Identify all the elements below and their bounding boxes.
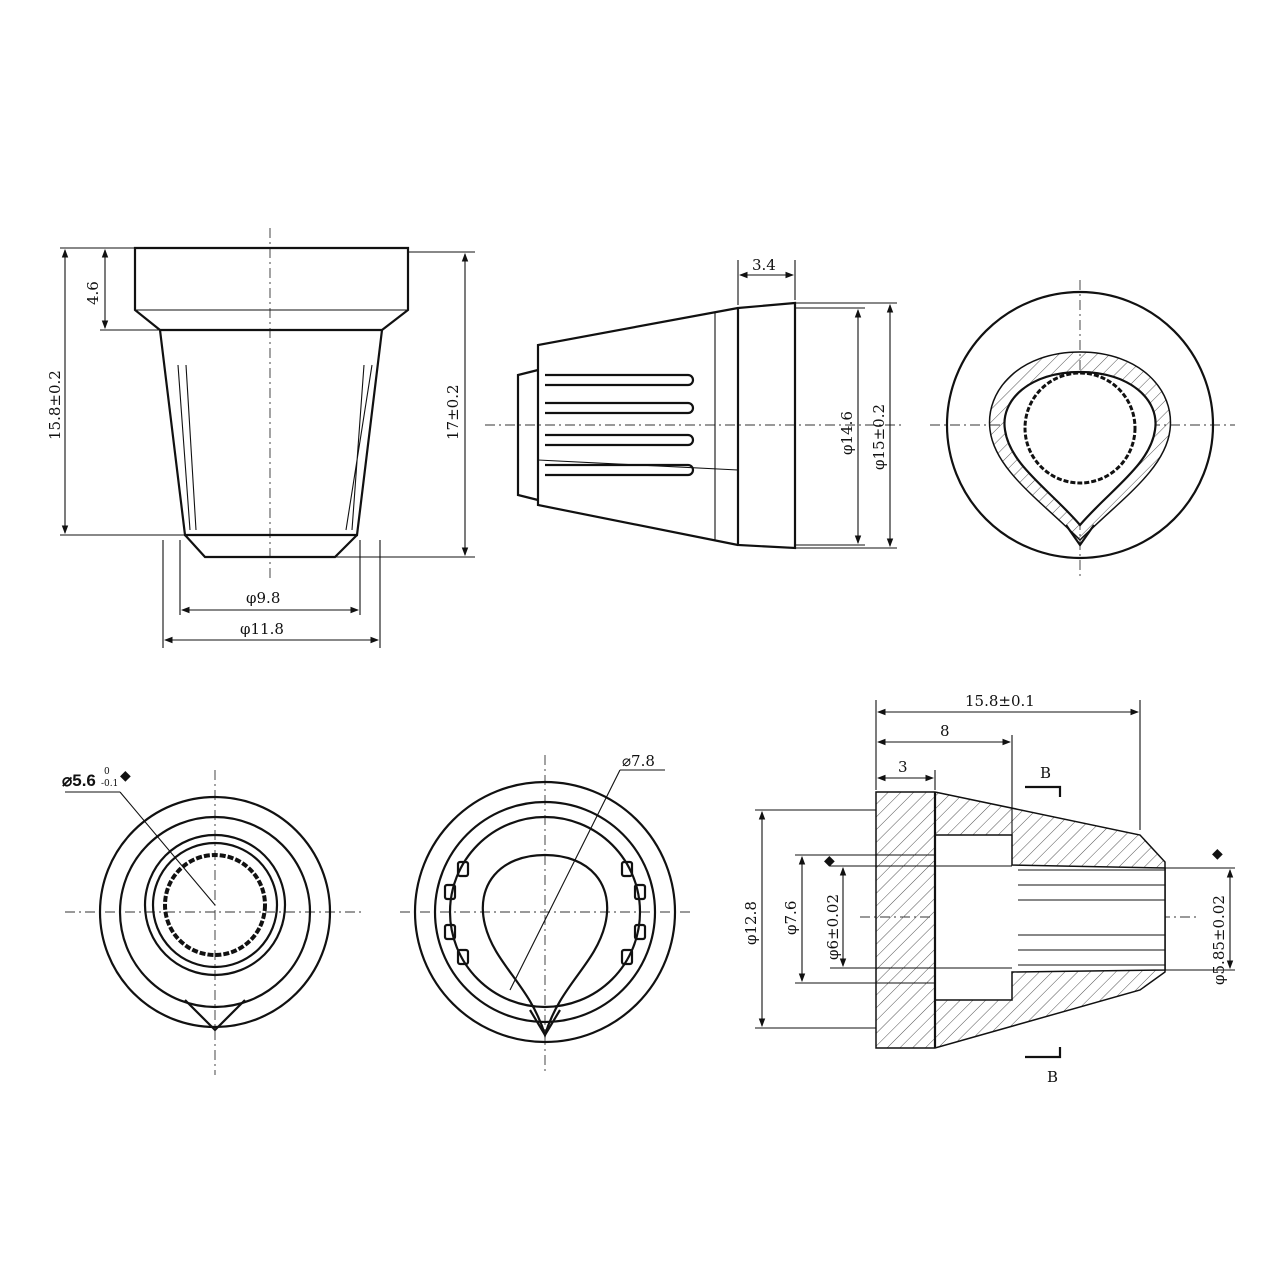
- dim-flange: 3: [898, 758, 908, 776]
- dim-total-length: 15.8±0.1: [965, 692, 1035, 710]
- dim-outer-dia: φ11.8: [240, 620, 284, 638]
- dim-total-height: 17±0.2: [444, 384, 462, 440]
- section-label-bottom: B: [1047, 1068, 1058, 1086]
- bottom-view-1: ⌀5.6 0 -0.1 ◆: [62, 767, 365, 1075]
- front-view: 4.6 15.8±0.2 17±0.2 φ9.8 φ11.8: [46, 228, 475, 648]
- diamond-marker-left: ◆: [824, 853, 835, 869]
- dim-dia: ⌀7.8: [622, 752, 655, 770]
- dim-bore-outer: φ7.6: [782, 901, 800, 935]
- dim-body-height: 15.8±0.2: [46, 370, 64, 440]
- diamond-marker: ◆: [120, 768, 131, 784]
- dim-cap-width: 3.4: [752, 256, 776, 274]
- dim-cap-dia: φ14.6: [838, 411, 856, 455]
- dim-bore: φ6±0.02: [824, 894, 842, 960]
- diamond-marker-right: ◆: [1212, 846, 1223, 862]
- side-view: 3.4 φ14.6 φ15±0.2: [485, 256, 905, 550]
- dim-bore-tol-upper: 0: [104, 767, 110, 777]
- section-label-top: B: [1040, 764, 1051, 782]
- dim-top-rim: 4.6: [84, 281, 102, 305]
- section-view: 15.8±0.1 8 3 B B φ12.8 φ7.6 φ6±0.02 ◆ φ5…: [742, 692, 1235, 1086]
- dim-flange-dia: φ12.8: [742, 901, 760, 945]
- end-view: [930, 280, 1235, 580]
- dim-bore: ⌀5.6: [62, 771, 96, 790]
- dim-outer-dia: φ15±0.2: [870, 404, 888, 470]
- dim-spline: φ5.85±0.02: [1210, 895, 1228, 985]
- dim-depth: 8: [940, 722, 950, 740]
- dim-bore-tol-lower: -0.1: [101, 779, 118, 789]
- dim-inner-dia: φ9.8: [246, 589, 280, 607]
- bottom-view-2: ⌀7.8: [400, 752, 690, 1075]
